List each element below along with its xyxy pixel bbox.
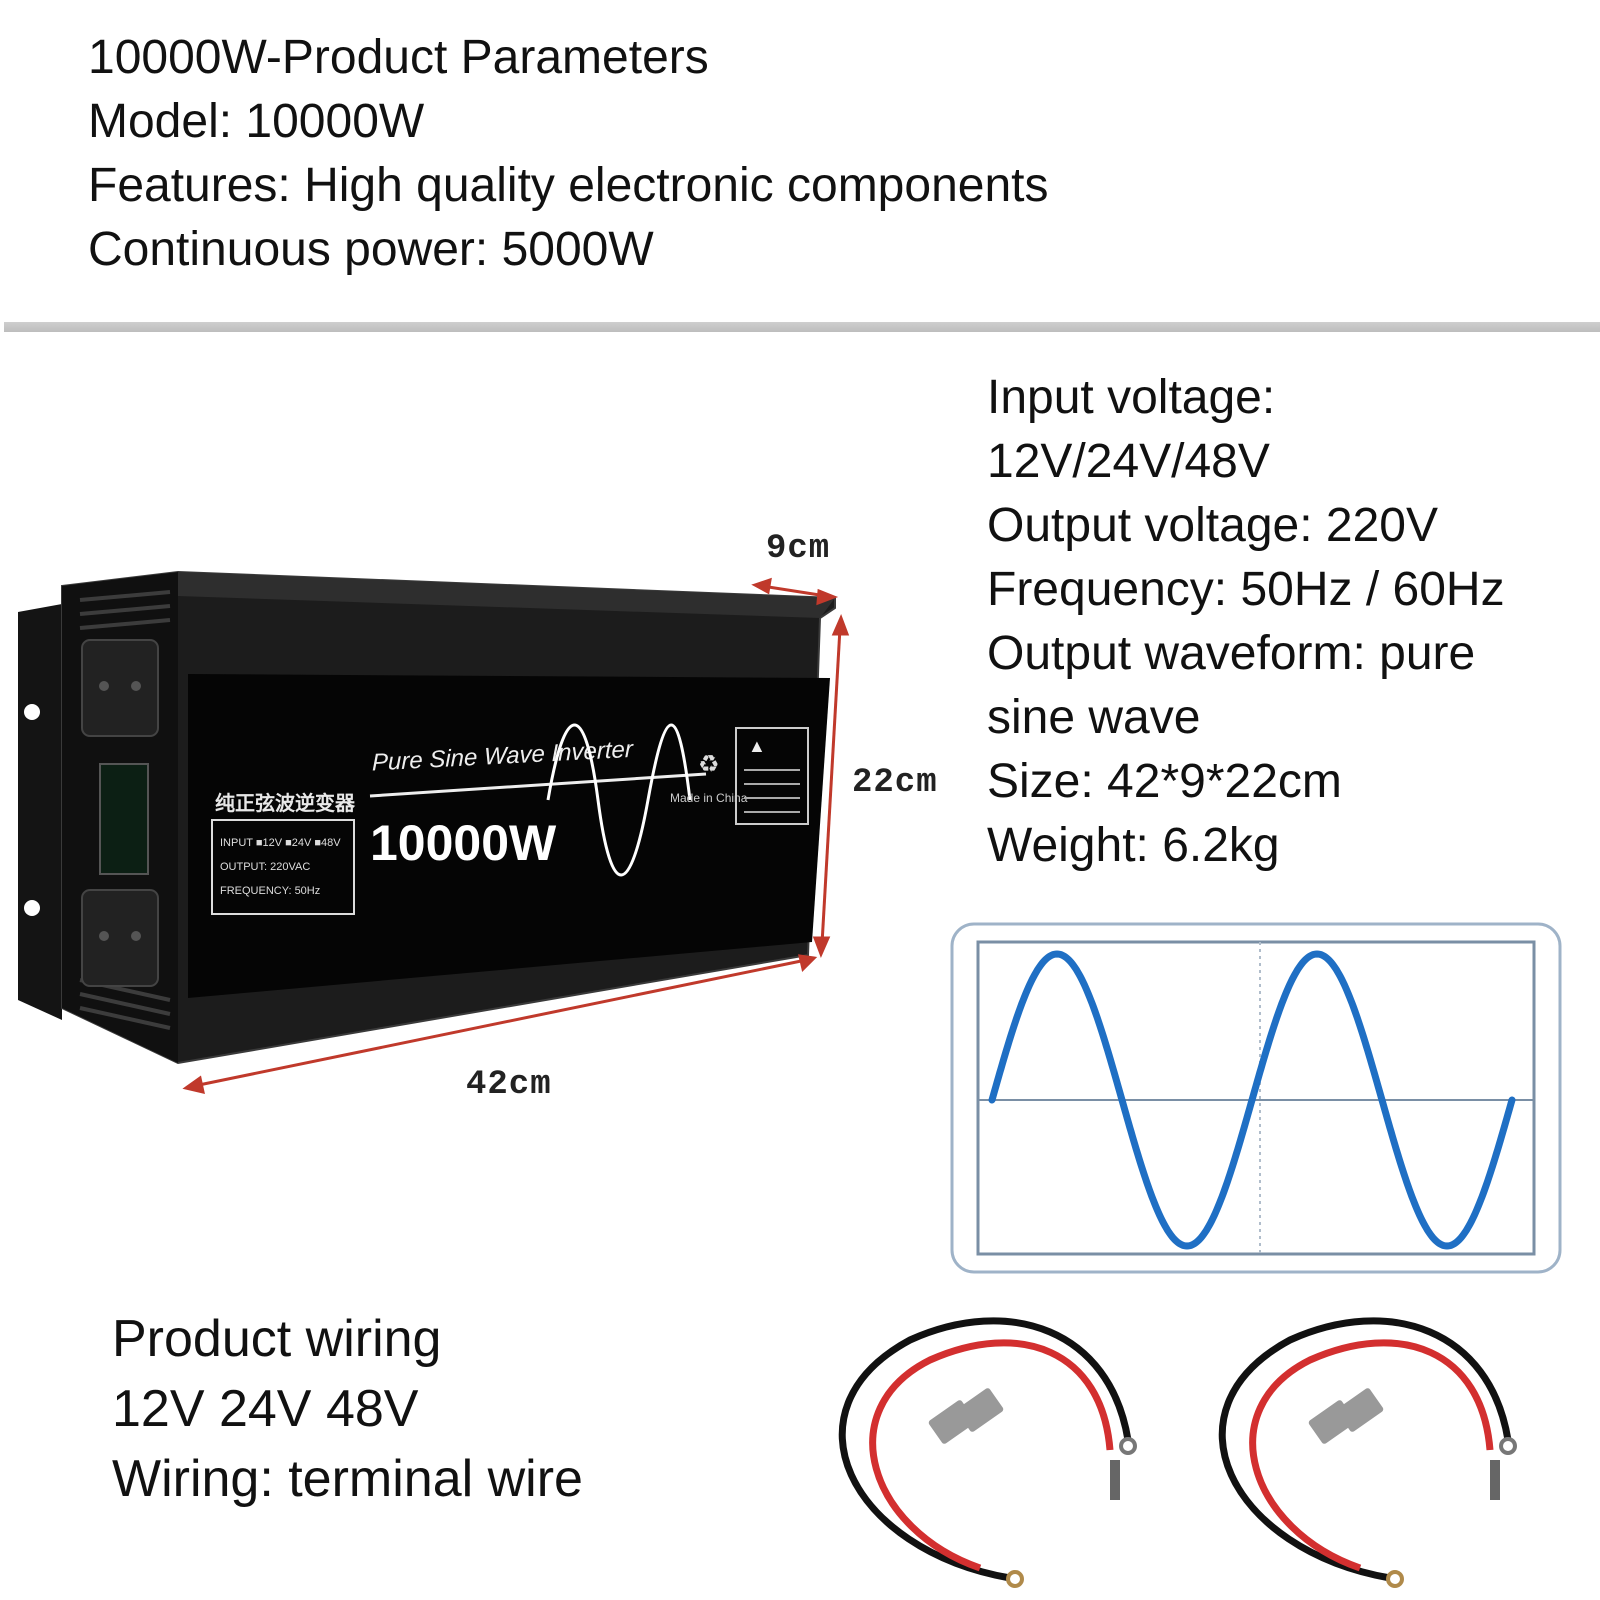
header-title: 10000W-Product Parameters: [88, 31, 709, 84]
terminal-lug-icon: [1006, 1570, 1024, 1588]
section-divider: [4, 322, 1600, 332]
specs-block: Input voltage: 12V/24V/48V Output voltag…: [987, 366, 1587, 878]
label-power: 10000W: [370, 815, 557, 871]
spec-output-voltage: Output voltage: 220V: [987, 499, 1438, 552]
warning-label: [735, 727, 809, 825]
header-model: Model: 10000W: [88, 95, 425, 148]
front-panel: [188, 674, 830, 998]
dimension-depth-label: 9cm: [766, 530, 831, 568]
label-made-in: Made in China: [670, 791, 748, 805]
terminal-wires-illustration: [838, 1317, 1517, 1588]
dimension-arrows: [182, 577, 850, 1095]
waveform-scope: [950, 922, 1562, 1274]
spec-input-value: 12V/24V/48V: [987, 435, 1270, 488]
header-continuous-power: Continuous power: 5000W: [88, 223, 654, 276]
spec-input-label: Input voltage:: [987, 371, 1276, 424]
lcd-display: [99, 763, 149, 875]
label-output-line: OUTPUT: 220VAC: [220, 861, 310, 873]
terminal-lug-icon: [1499, 1437, 1517, 1455]
spec-weight: Weight: 6.2kg: [987, 819, 1280, 872]
wiring-title: Product wiring: [112, 1310, 442, 1368]
spec-frequency: Frequency: 50Hz / 60Hz: [987, 563, 1505, 616]
wire-set-left: [838, 1317, 1137, 1588]
dimension-height-label: 22cm: [852, 764, 938, 802]
sine-wave: [988, 950, 1516, 1250]
ac-socket-bottom: [81, 889, 159, 987]
spec-waveform-line1: Output waveform: pure: [987, 627, 1476, 680]
wire-set-right: [1218, 1317, 1517, 1588]
wiring-voltages: 12V 24V 48V: [112, 1380, 419, 1438]
spec-size: Size: 42*9*22cm: [987, 755, 1342, 808]
inverter-illustration: 纯正弦波逆变器 INPUT ■12V ■24V ■48V OUTPUT: 220…: [18, 570, 850, 1095]
warning-icon: ▲: [748, 736, 766, 756]
header-block: 10000W-Product Parameters Model: 10000W …: [88, 26, 1049, 282]
terminal-lug-icon: [1386, 1570, 1404, 1588]
dimension-length-label: 42cm: [466, 1066, 552, 1104]
label-sine-icon: [546, 723, 692, 877]
label-chinese-title: 纯正弦波逆变器: [215, 791, 356, 815]
label-spec-box: [211, 819, 355, 915]
recycle-icon: ♻: [698, 751, 720, 778]
terminal-lug-icon: [1119, 1437, 1137, 1455]
ac-socket-top: [81, 639, 159, 737]
header-features: Features: High quality electronic compon…: [88, 159, 1049, 212]
label-frequency-line: FREQUENCY: 50Hz: [220, 885, 320, 897]
wiring-block: Product wiring 12V 24V 48V Wiring: termi…: [112, 1304, 583, 1514]
spec-waveform-line2: sine wave: [987, 691, 1201, 744]
mounting-bracket: [18, 604, 62, 1020]
wiring-type: Wiring: terminal wire: [112, 1450, 583, 1508]
label-input-line: INPUT ■12V ■24V ■48V: [220, 837, 341, 849]
